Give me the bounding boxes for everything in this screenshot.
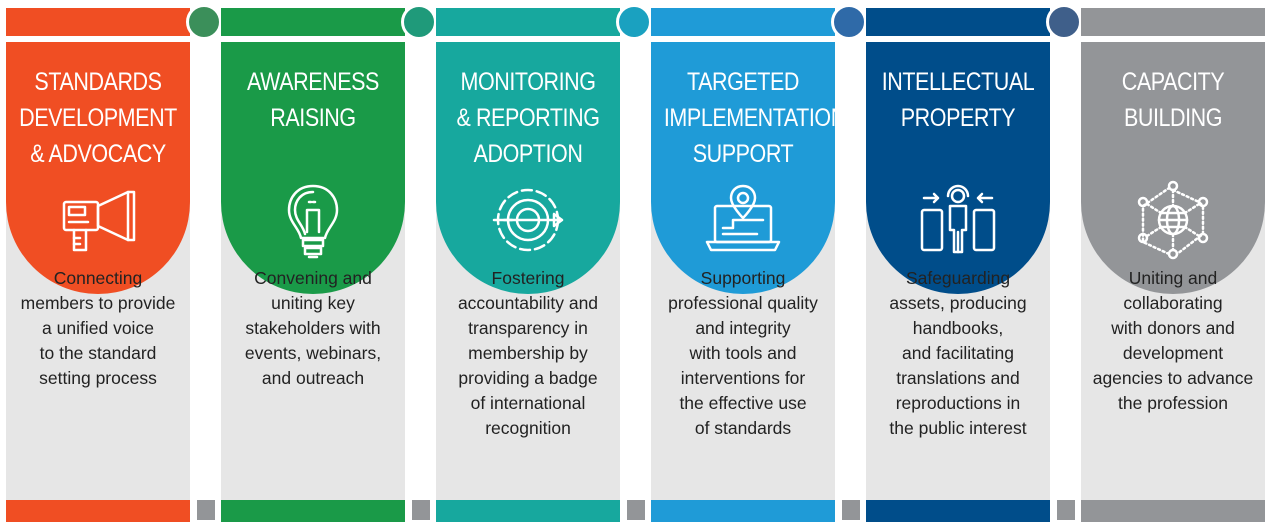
connector-dot [831, 4, 867, 40]
column-awareness-raising: AWARENESS RAISING Convening and uniting … [221, 0, 405, 527]
column-header: CAPACITY BUILDING [1081, 42, 1265, 294]
separator-square [627, 500, 645, 520]
top-bar [221, 8, 405, 36]
column-capacity-building: CAPACITY BUILDING Uniting and collaborat… [1081, 0, 1265, 527]
bottom-bar [866, 500, 1050, 522]
person-protect-icon [920, 184, 996, 254]
top-bar [651, 8, 835, 36]
column-header: MONITORING & REPORTING ADOPTION [436, 42, 620, 294]
megaphone-icon [62, 190, 136, 252]
column-title: MONITORING & REPORTING ADOPTION [456, 68, 600, 168]
bottom-bar [221, 500, 405, 522]
separator-square [1057, 500, 1075, 520]
top-bar [6, 8, 190, 36]
separator-square [197, 500, 215, 520]
connector-dot [186, 4, 222, 40]
top-bar [1081, 8, 1265, 36]
column-description: Convening and uniting key stakeholders w… [244, 268, 382, 388]
column-title: INTELLECTUAL PROPERTY [881, 68, 1035, 132]
gear-pencil-icon [492, 188, 564, 252]
laptop-location-icon [705, 184, 781, 252]
column-description: Fostering accountability and transparenc… [457, 268, 599, 438]
column-header: TARGETED IMPLEMENTATION SUPPORT [651, 42, 846, 294]
column-title: CAPACITY BUILDING [1121, 68, 1225, 132]
column-header: AWARENESS RAISING [221, 42, 405, 294]
column-description: Safeguarding assets, producing handbooks… [889, 268, 1027, 438]
column-description: Uniting and collaborating with donors an… [1092, 268, 1254, 413]
column-description: Connecting members to provide a unified … [20, 268, 176, 388]
top-bar [436, 8, 620, 36]
column-header: INTELLECTUAL PROPERTY [866, 42, 1050, 294]
globe-network-icon [1137, 180, 1209, 260]
column-standards-development: STANDARDS DEVELOPMENT & ADVOCACY Connect… [6, 0, 190, 527]
bottom-bar [436, 500, 620, 522]
bottom-bar [651, 500, 835, 522]
connector-dot [616, 4, 652, 40]
column-title: AWARENESS RAISING [247, 68, 379, 132]
top-bar [866, 8, 1050, 36]
column-targeted-implementation: TARGETED IMPLEMENTATION SUPPORT Supporti… [651, 0, 846, 527]
column-title: STANDARDS DEVELOPMENT & ADVOCACY [19, 68, 177, 168]
separator-square [412, 500, 430, 520]
connector-dot [1046, 4, 1082, 40]
column-title: TARGETED IMPLEMENTATION SUPPORT [663, 68, 846, 168]
column-description: Supporting professional quality and inte… [668, 268, 818, 438]
bottom-bar [6, 500, 190, 522]
column-header: STANDARDS DEVELOPMENT & ADVOCACY [6, 42, 190, 294]
bottom-bar [1081, 500, 1265, 522]
connector-dot [401, 4, 437, 40]
column-monitoring-reporting: MONITORING & REPORTING ADOPTION Fosterin… [436, 0, 620, 527]
column-intellectual-property: INTELLECTUAL PROPERTY Safeguarding asset… [866, 0, 1050, 527]
lightbulb-icon [287, 184, 339, 259]
separator-square [842, 500, 860, 520]
